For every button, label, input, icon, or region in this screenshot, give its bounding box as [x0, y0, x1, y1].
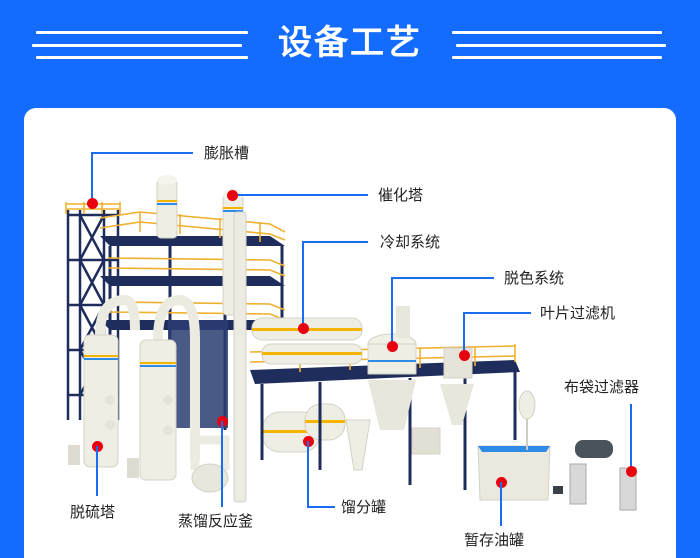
label-expansion-tank: 膨胀槽 — [204, 144, 250, 162]
marker-catalytic-tower — [226, 189, 238, 201]
header-rule-left-3 — [36, 56, 248, 59]
marker-cooling-system — [297, 322, 309, 334]
label-bag-filter: 布袋过滤器 — [564, 378, 640, 396]
label-distillation-reactor: 蒸馏反应釜 — [178, 512, 254, 530]
label-temporary-oil-tank: 暂存油罐 — [464, 531, 525, 549]
leader-catalytic-tower — [232, 194, 368, 196]
leader-distillate-tank-v — [307, 441, 309, 507]
label-decolorization-system: 脱色系统 — [504, 269, 565, 287]
leader-cooling-system-v — [302, 241, 304, 327]
header-rule-right-1 — [452, 31, 662, 34]
leader-temporary-oil-tank — [500, 482, 502, 526]
leader-bag-filter — [630, 404, 632, 470]
header-rule-right-2 — [456, 44, 666, 47]
leader-desulfurization — [96, 446, 98, 496]
marker-expansion-tank — [86, 197, 98, 209]
page-title: 设备工艺 — [278, 23, 422, 63]
leader-expansion-tank-h — [91, 152, 193, 154]
equipment-card — [24, 108, 676, 558]
label-catalytic-tower: 催化塔 — [378, 186, 424, 204]
label-leaf-filter: 叶片过滤机 — [540, 304, 616, 322]
leader-distillate-tank-h — [307, 506, 335, 508]
leader-leaf-filter-h — [463, 312, 531, 314]
leader-distillation-reactor — [221, 421, 223, 507]
page-header: 设备工艺 — [0, 0, 700, 108]
marker-leaf-filter — [458, 349, 470, 361]
label-desulfurization-tower: 脱硫塔 — [70, 503, 116, 521]
leader-decolorization-v — [391, 277, 393, 344]
marker-bag-filter — [625, 465, 637, 477]
header-rule-left-1 — [36, 31, 248, 34]
header-rule-left-2 — [32, 44, 242, 47]
leader-cooling-system-h — [303, 241, 368, 243]
leader-expansion-tank-v — [91, 152, 93, 202]
marker-decolorization — [386, 340, 398, 352]
leader-leaf-filter-v — [463, 312, 465, 354]
label-distillate-tank: 馏分罐 — [341, 498, 387, 516]
leader-decolorization-h — [391, 277, 494, 279]
label-cooling-system: 冷却系统 — [380, 233, 441, 251]
header-rule-right-3 — [452, 56, 662, 59]
